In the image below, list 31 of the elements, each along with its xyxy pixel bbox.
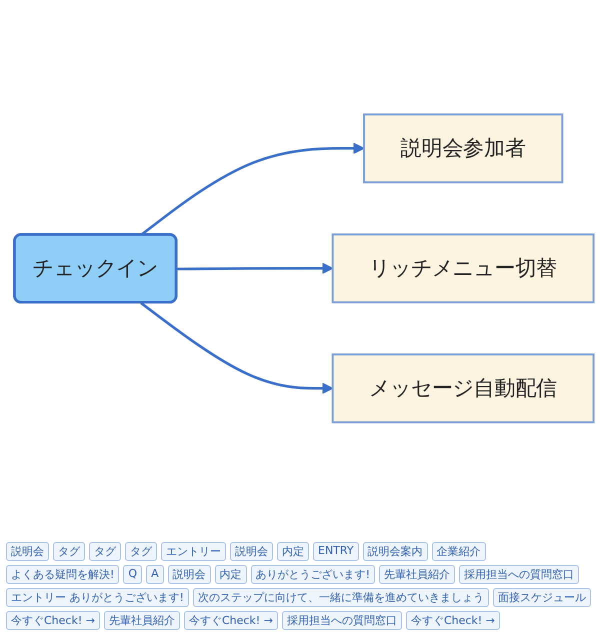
label-text: タグ	[89, 542, 121, 561]
label-text: 今すぐCheck! →	[406, 611, 500, 630]
label-text: タグ	[125, 542, 157, 561]
label-text: 今すぐCheck! →	[184, 611, 278, 630]
label-text: Q	[123, 565, 142, 584]
label-text: 面接スケジュール	[492, 588, 591, 607]
node-box: リッチメニュー切替	[332, 233, 595, 303]
label-text: エントリー ありがとうございます!	[6, 588, 189, 607]
label-text: 内定	[277, 542, 309, 561]
label-text: 採用担当への質問窓口	[282, 611, 402, 630]
label-text: タグ	[53, 542, 85, 561]
label-text: 先輩社員紹介	[379, 565, 456, 584]
arrow	[176, 262, 334, 274]
label-text: 説明会	[168, 565, 211, 584]
node-box: 説明会参加者	[363, 113, 564, 183]
label-text: 採用担当への質問窓口	[459, 565, 580, 584]
label-text: ありがとうございます!	[250, 565, 376, 584]
label-text: 今すぐCheck! →	[6, 611, 100, 630]
label-text: 説明会	[230, 542, 273, 561]
label-text: A	[146, 565, 164, 584]
label-text: 企業紹介	[432, 542, 486, 561]
label-text: ENTRY	[313, 542, 359, 561]
label-text: 次のステップに向けて、一緒に準備を進めていきましょう	[192, 588, 489, 607]
label-text: よくある疑問を解決!	[6, 565, 120, 584]
arrow	[140, 302, 334, 394]
label-text: エントリー	[161, 542, 226, 561]
label-text: 説明会案内	[362, 542, 428, 561]
label-text: 説明会	[6, 542, 49, 561]
node-box: メッセージ自動配信	[332, 353, 595, 423]
label-text: 先輩社員紹介	[104, 611, 180, 630]
label-text: 内定	[214, 565, 247, 584]
